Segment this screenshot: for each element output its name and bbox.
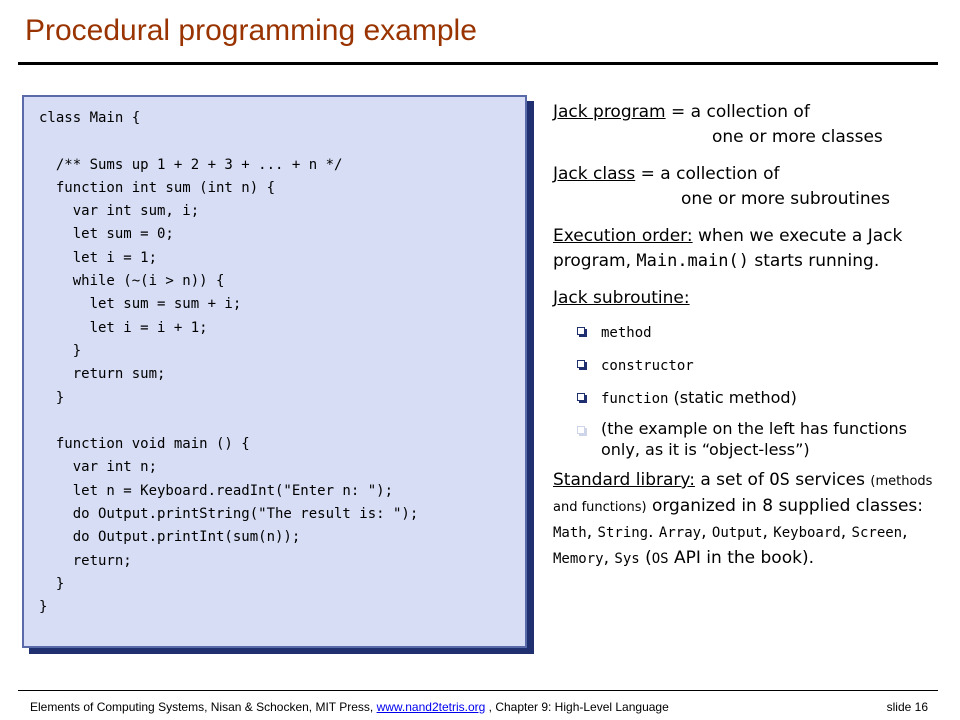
inline-code: Keyboard [773, 525, 841, 541]
standard-library-definition: Standard library: a set of OS services (… [553, 468, 933, 572]
text: a set of [694, 470, 770, 490]
footer-link[interactable]: www.nand2tetris.org [376, 700, 486, 714]
text: = a collection of [635, 164, 780, 184]
text: , [840, 522, 852, 542]
text: = a collection of [665, 102, 810, 122]
code-line: let sum = 0; [39, 226, 174, 243]
code-listing-box: class Main { /** Sums up 1 + 2 + 3 + ...… [22, 95, 527, 648]
slide-title: Procedural programming example [25, 14, 477, 47]
code-line: return sum; [39, 366, 166, 383]
jack-program-definition: Jack program = a collection of one or mo… [553, 100, 933, 150]
inline-code: Screen [851, 525, 903, 541]
inline-code: String [597, 525, 649, 541]
code-line: } [39, 599, 48, 616]
code-line: return; [39, 552, 132, 569]
code-line [39, 130, 418, 153]
footer-text: Elements of Computing Systems, Nisan & S… [30, 700, 377, 714]
code-line: function void main () { [39, 436, 250, 453]
text: , [902, 522, 908, 542]
code-line [39, 410, 418, 433]
code-line: /** Sums up 1 + 2 + 3 + ... + n */ [39, 156, 343, 173]
code-line: } [39, 342, 82, 359]
list-item: function (static method) [575, 385, 933, 412]
term-standard-library: Standard library: [553, 470, 695, 490]
term-jack-subroutine: Jack subroutine: [553, 288, 690, 308]
footer-citation: Elements of Computing Systems, Nisan & S… [30, 700, 669, 714]
code-listing: class Main { /** Sums up 1 + 2 + 3 + ...… [39, 107, 418, 620]
text: , [762, 522, 774, 542]
list-item: (the example on the left has functions o… [575, 418, 933, 460]
text: API in the book). [668, 548, 814, 568]
list-item: method [575, 319, 933, 346]
text: (the example on the left has functions o… [601, 419, 907, 459]
text: one or more classes [712, 127, 883, 147]
list-item: constructor [575, 352, 933, 379]
square-bullet-icon [577, 393, 585, 401]
jack-class-definition: Jack class = a collection of one or more… [553, 162, 933, 212]
text: organized in 8 supplied classes: [646, 496, 924, 516]
slide-number: slide 16 [886, 700, 928, 714]
code-line: let sum = sum + i; [39, 296, 242, 313]
code-line: } [39, 575, 65, 592]
code-line: let n = Keyboard.readInt("Enter n: "); [39, 482, 394, 499]
text: when we execute a Jack program, [553, 226, 903, 271]
code-line: function int sum (int n) { [39, 179, 276, 196]
text: , [603, 548, 615, 568]
text: , [586, 522, 598, 542]
square-bullet-icon [577, 327, 585, 335]
text: , [701, 522, 712, 542]
text: one or more subroutines [681, 189, 890, 209]
text: function [601, 391, 669, 407]
text: ( [639, 548, 652, 568]
footer-text: , Chapter 9: High-Level Language [485, 700, 669, 714]
title-divider [18, 62, 938, 65]
text: services [789, 470, 871, 490]
code-line: let i = 1; [39, 249, 158, 266]
explanation-panel: Jack program = a collection of one or mo… [553, 100, 933, 584]
inline-code: Output [711, 525, 763, 541]
square-bullet-icon [577, 426, 585, 434]
execution-order-definition: Execution order: when we execute a Jack … [553, 224, 933, 274]
text: (static method) [668, 388, 797, 407]
term-jack-program: Jack program [553, 102, 666, 122]
code-line: var int n; [39, 459, 158, 476]
subroutine-kinds-list: method constructor function (static meth… [553, 319, 933, 460]
term-execution-order: Execution order: [553, 226, 693, 246]
code-line: do Output.printInt(sum(n)); [39, 529, 301, 546]
footer-divider [18, 690, 938, 691]
inline-code: OS [651, 551, 669, 567]
code-line: while (~(i > n)) { [39, 273, 225, 290]
term-jack-class: Jack class [553, 164, 636, 184]
text: starts running. [748, 251, 880, 271]
square-bullet-icon [577, 360, 585, 368]
inline-code: Math [553, 525, 587, 541]
code-line: var int sum, i; [39, 203, 200, 220]
inline-code: Memory [553, 551, 604, 567]
text: constructor [601, 358, 694, 374]
inline-code: Main.main() [636, 251, 749, 271]
code-line: let i = i + 1; [39, 319, 208, 336]
code-line: class Main { [39, 110, 141, 126]
jack-subroutine-heading: Jack subroutine: [553, 286, 933, 311]
inline-code: Array [658, 525, 702, 541]
code-line: do Output.printString("The result is: ")… [39, 506, 419, 523]
text: . [648, 522, 659, 542]
inline-code: Sys [614, 551, 640, 567]
code-line: } [39, 389, 65, 406]
text: method [601, 325, 652, 341]
text: (methods and functions) [553, 474, 933, 515]
inline-code: OS [769, 470, 790, 490]
